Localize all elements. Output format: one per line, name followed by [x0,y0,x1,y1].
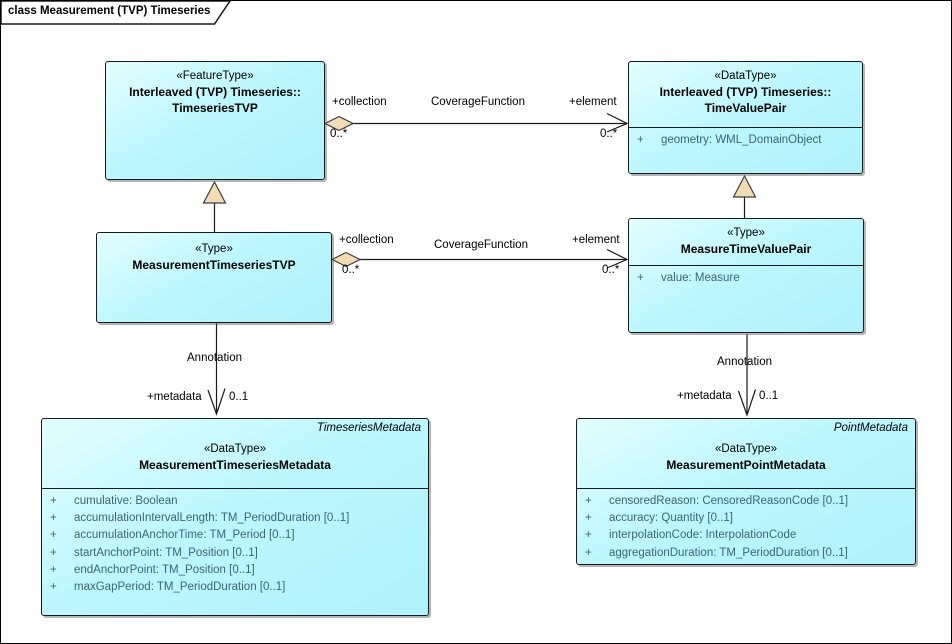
open-arrowhead-icon [737,389,757,417]
class-box-measure-time-value-pair[interactable]: «Type» MeasureTimeValuePair + value: Mea… [628,218,864,333]
role-label-element: +element [572,234,620,246]
class-name: MeasurementPointMetadata [666,458,826,472]
attribute-text: geometry: WML_DomainObject [661,134,822,146]
attribute-text: accumulationIntervalLength: TM_PeriodDur… [74,512,350,525]
class-name-line2: TimeValuePair [704,101,787,115]
attribute-row[interactable]: + accumulationIntervalLength: TM_PeriodD… [42,510,428,527]
visibility-plus: + [585,495,592,507]
class-name-line1: Interleaved (TVP) Timeseries:: [659,85,832,99]
attribute-row[interactable]: + interpolationCode: InterpolationCode [577,527,915,544]
role-label-collection: +collection [339,234,394,246]
stereotype-label: «DataType» [203,443,266,455]
class-name: MeasureTimeValuePair [680,242,812,256]
stereotype-label: «DataType» [714,70,777,82]
attribute-row[interactable]: + censoredReason: CensoredReasonCode [0.… [577,493,915,510]
multiplicity-label: 0..* [600,128,618,140]
attribute-text: value: Measure [661,272,740,284]
visibility-plus: + [50,529,57,542]
attribute-row[interactable]: + value: Measure [629,270,863,287]
multiplicity-label: 0..* [342,264,360,276]
stereotype-label: «Type» [727,227,765,239]
class-box-timeseries-tvp[interactable]: «FeatureType» Interleaved (TVP) Timeseri… [105,61,325,180]
role-label-metadata: +metadata [677,390,732,402]
visibility-plus: + [585,529,592,542]
class-name-line1: Interleaved (TVP) Timeseries:: [129,85,301,99]
visibility-plus: + [50,580,57,593]
multiplicity-label: 0..1 [229,391,249,403]
attribute-row[interactable]: + maxGapPeriod: TM_PeriodDuration [0..1] [42,579,428,596]
attribute-row[interactable]: + cumulative: Boolean [42,493,428,510]
visibility-plus: + [585,546,592,559]
attribute-text: startAnchorPoint: TM_Position [0..1] [74,546,258,559]
attribute-row[interactable]: + aggregationDuration: TM_PeriodDuration… [577,545,915,562]
role-label-element: +element [569,96,617,108]
attribute-text: maxGapPeriod: TM_PeriodDuration [0..1] [74,580,286,593]
visibility-plus: + [637,134,644,146]
attribute-text: accumulationAnchorTime: TM_Period [0..1] [74,529,295,542]
diagram-frame-title: class Measurement (TVP) Timeseries [8,5,211,17]
visibility-plus: + [50,563,57,576]
class-name: MeasurementTimeseriesTVP [132,258,296,272]
association-name-coveragefunction: CoverageFunction [431,96,525,108]
attribute-row[interactable]: + accumulationAnchorTime: TM_Period [0..… [42,527,428,544]
visibility-plus: + [50,546,57,559]
attribute-text: censoredReason: CensoredReasonCode [0..1… [609,495,849,507]
multiplicity-label: 0..* [602,264,620,276]
visibility-plus: + [50,512,57,525]
multiplicity-label: 0..1 [759,390,779,402]
stereotype-label: «FeatureType» [176,70,254,82]
attribute-row[interactable]: + startAnchorPoint: TM_Position [0..1] [42,545,428,562]
generalization-triangle-icon [732,174,757,198]
attribute-row[interactable]: + endAnchorPoint: TM_Position [0..1] [42,562,428,579]
role-label-metadata: +metadata [147,391,202,403]
attribute-row[interactable]: + geometry: WML_DomainObject [629,132,862,149]
role-label-collection: +collection [332,96,387,108]
class-name: MeasurementTimeseriesMetadata [139,458,331,472]
class-box-measurement-timeseries-tvp[interactable]: «Type» MeasurementTimeseriesTVP [96,232,332,323]
class-box-time-value-pair[interactable]: «DataType» Interleaved (TVP) Timeseries:… [628,61,863,174]
open-arrowhead-icon [207,388,226,416]
attribute-row[interactable]: + accuracy: Quantity [0..1] [577,510,915,527]
association-name-annotation: Annotation [187,352,242,364]
multiplicity-label: 0..* [330,128,348,140]
association-name-coveragefunction: CoverageFunction [434,239,528,251]
class-box-measurement-timeseries-metadata[interactable]: TimeseriesMetadata «DataType» Measuremen… [41,418,429,616]
attribute-text: endAnchorPoint: TM_Position [0..1] [74,563,255,576]
visibility-plus: + [50,495,57,507]
attribute-text: cumulative: Boolean [74,495,178,507]
attribute-text: interpolationCode: InterpolationCode [609,529,797,542]
instance-classifier-label: TimeseriesMetadata [316,422,421,434]
stereotype-label: «Type» [195,243,233,255]
stereotype-label: «DataType» [714,443,777,455]
attribute-text: aggregationDuration: TM_PeriodDuration [… [609,546,848,559]
class-name-line2: TimeseriesTVP [172,101,258,115]
visibility-plus: + [585,512,592,525]
instance-classifier-label: PointMetadata [833,422,908,434]
visibility-plus: + [637,272,644,284]
attribute-text: accuracy: Quantity [0..1] [609,512,734,525]
association-name-annotation: Annotation [717,356,772,368]
generalization-triangle-icon [202,180,227,204]
class-box-measurement-point-metadata[interactable]: PointMetadata «DataType» MeasurementPoin… [576,418,916,565]
